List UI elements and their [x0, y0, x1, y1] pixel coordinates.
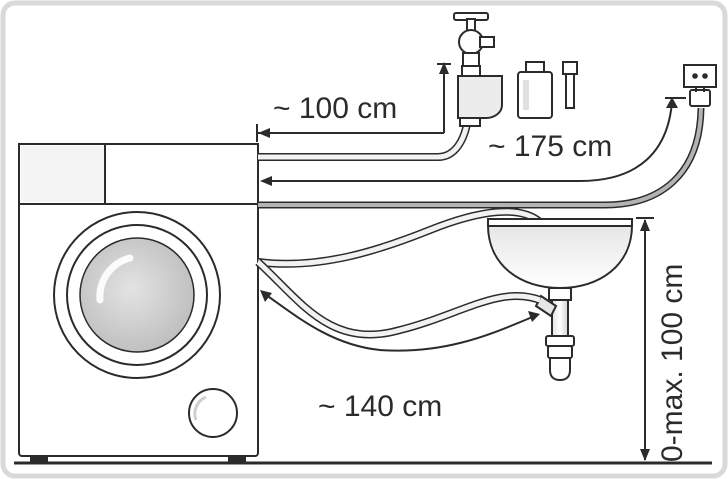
drain-hose-dimension-arrow — [260, 290, 540, 352]
door-glass — [79, 237, 195, 353]
aquastop-valve-icon — [457, 65, 503, 127]
drain-height-dimension-arrow — [636, 217, 654, 461]
power-cable-length-label: ~ 175 cm — [488, 130, 612, 163]
detergent-drawer — [21, 146, 105, 202]
drain-height-label: 0-max. 100 cm — [656, 264, 689, 462]
power-socket-icon — [683, 64, 717, 88]
power-plug-icon — [689, 88, 711, 107]
hose-nipple-icon — [562, 61, 578, 109]
water-tap-icon — [453, 12, 495, 68]
power-cable-dimension-arrow — [260, 97, 686, 186]
washing-machine — [18, 143, 259, 463]
water-filter-icon — [517, 61, 553, 119]
water-hose-dimension-arrow — [256, 62, 451, 142]
water-supply-hose-length-label: ~ 100 cm — [273, 92, 397, 125]
drain-hose-length-label: ~ 140 cm — [318, 390, 442, 423]
drain-siphon-icon — [534, 287, 575, 382]
